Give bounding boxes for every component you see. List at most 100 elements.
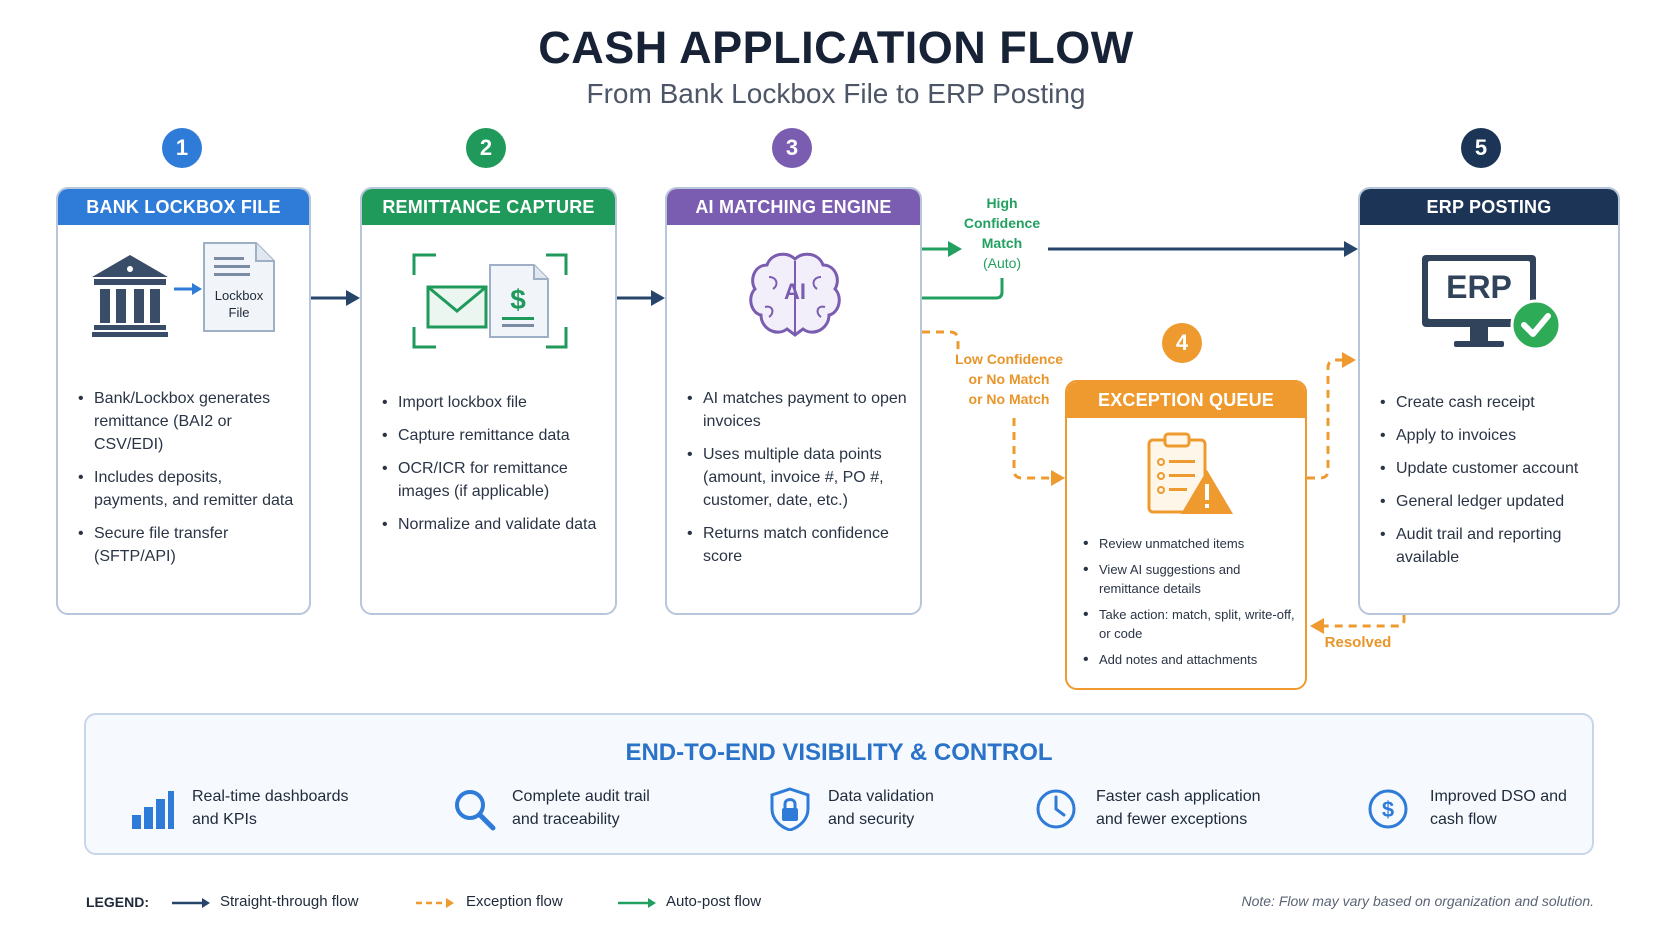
bank-lockbox-bullets: Bank/Lockbox generates remittance (BAI2 … — [78, 387, 298, 578]
feature-dashboards: Real-time dashboards and KPIs — [192, 785, 349, 831]
feature-faster-cash: Faster cash application and fewer except… — [1096, 785, 1261, 831]
envelope-document-icon: $ — [412, 253, 568, 349]
high-confidence-line-3: Match — [981, 235, 1023, 251]
arrow-exception-to-queue — [1012, 418, 1050, 480]
low-confidence-line-2: or No Match — [968, 371, 1050, 387]
list-item: Audit trail and reporting available — [1380, 523, 1610, 569]
step-5-badge: 5 — [1461, 128, 1501, 168]
page-title: CASH APPLICATION FLOW — [538, 22, 1134, 73]
exception-queue-bullets: Review unmatched items View AI suggestio… — [1083, 534, 1298, 676]
ai-brain-icon — [749, 252, 841, 337]
bank-lockbox-title: BANK LOCKBOX FILE — [58, 189, 309, 225]
legend-exception-arrow-icon — [416, 898, 454, 908]
clock-icon — [1036, 789, 1076, 829]
resolved-label: Resolved — [1324, 634, 1392, 651]
list-item: Normalize and validate data — [382, 513, 607, 536]
list-item: Take action: match, split, write-off, or… — [1083, 605, 1298, 643]
legend-straight-arrow-icon — [172, 898, 210, 908]
list-item: Includes deposits, payments, and remitte… — [78, 466, 298, 512]
feature-improved-dso: Improved DSO and cash flow — [1430, 785, 1567, 831]
legend-exception: Exception flow — [466, 893, 563, 910]
svg-text:$: $ — [510, 284, 526, 315]
high-confidence-line-2: Confidence — [963, 215, 1041, 231]
list-item: Review unmatched items — [1083, 534, 1298, 553]
ai-matching-title: AI MATCHING ENGINE — [667, 189, 920, 225]
list-item: OCR/ICR for remittance images (if applic… — [382, 457, 607, 503]
visibility-title: END-TO-END VISIBILITY & CONTROL — [625, 739, 1053, 766]
magnifier-icon — [455, 790, 496, 831]
erp-posting-card: ERP POSTING ERP Create cash receipt Appl… — [1358, 187, 1620, 615]
arrow-auto-post-head — [948, 241, 962, 257]
list-item: Secure file transfer (SFTP/API) — [78, 522, 298, 568]
step-2-badge: 2 — [466, 128, 506, 168]
auto-post-connector — [922, 278, 1004, 300]
ai-brain-text: AI — [784, 279, 806, 304]
legend-autopost: Auto-post flow — [666, 893, 762, 910]
shield-lock-icon — [770, 787, 810, 831]
bank-icon — [92, 255, 202, 337]
erp-posting-title: ERP POSTING — [1360, 189, 1618, 225]
feature-faster-cash-line-1: Faster cash application — [1096, 788, 1261, 805]
arrow-step2-to-step3-head — [651, 290, 665, 306]
bar-chart-icon — [132, 791, 174, 829]
svg-text:$: $ — [1382, 797, 1394, 822]
legend-straight: Straight-through flow — [220, 893, 359, 910]
remittance-capture-title: REMITTANCE CAPTURE — [362, 189, 615, 225]
step-3-badge: 3 — [772, 128, 812, 168]
list-item: Bank/Lockbox generates remittance (BAI2 … — [78, 387, 298, 456]
list-item: Update customer account — [1380, 457, 1610, 480]
list-item: Apply to invoices — [1380, 424, 1610, 447]
feature-audit-trail-line-1: Complete audit trail — [512, 788, 650, 805]
low-confidence-line-1: Low Confidence — [954, 351, 1064, 367]
arrow-resolved-head — [1310, 618, 1324, 634]
exception-queue-card: EXCEPTION QUEUE Review unmatched items V… — [1065, 380, 1307, 690]
remittance-capture-bullets: Import lockbox file Capture remittance d… — [382, 391, 607, 546]
arrow-step1-to-step2-head — [346, 290, 360, 306]
feature-dashboards-line-1: Real-time dashboards — [192, 788, 349, 805]
feature-data-validation-line-2: and security — [828, 811, 915, 828]
list-item: Returns match confidence score — [687, 522, 912, 568]
feature-improved-dso-line-2: cash flow — [1430, 811, 1497, 828]
remittance-capture-card: REMITTANCE CAPTURE $ Import lockbox file… — [360, 187, 617, 615]
feature-audit-trail-line-2: and traceability — [512, 811, 620, 828]
exception-connector-top — [922, 330, 960, 352]
low-confidence-line-3: or No Match — [968, 391, 1050, 407]
lockbox-file-label-1: Lockbox — [214, 288, 264, 303]
page-subtitle: From Bank Lockbox File to ERP Posting — [586, 78, 1086, 109]
erp-monitor-check-icon — [1422, 255, 1562, 351]
legend-label: LEGEND: — [86, 894, 149, 910]
arrow-queue-to-erp — [1307, 358, 1344, 480]
feature-data-validation: Data validation and security — [828, 785, 934, 831]
arrow-queue-to-erp-head — [1342, 352, 1356, 368]
feature-data-validation-line-1: Data validation — [828, 788, 934, 805]
erp-monitor-text: ERP — [1446, 269, 1512, 305]
clipboard-warning-icon — [1147, 432, 1233, 514]
arrow-resolved — [1322, 615, 1406, 628]
list-item: AI matches payment to open invoices — [687, 387, 912, 433]
ai-matching-card: AI MATCHING ENGINE AI AI matches payment… — [665, 187, 922, 615]
step-1-badge: 1 — [162, 128, 202, 168]
arrow-exception-to-queue-head — [1051, 470, 1065, 486]
feature-audit-trail: Complete audit trail and traceability — [512, 785, 650, 831]
list-item: Uses multiple data points (amount, invoi… — [687, 443, 912, 512]
ai-matching-bullets: AI matches payment to open invoices Uses… — [687, 387, 912, 578]
erp-posting-bullets: Create cash receipt Apply to invoices Up… — [1380, 391, 1610, 579]
high-confidence-line-4: (Auto) — [982, 255, 1022, 271]
lockbox-file-icon — [203, 242, 275, 332]
bank-lockbox-card: BANK LOCKBOX FILE Lockbox File Bank/Lock… — [56, 187, 311, 615]
dollar-circle-icon: $ — [1368, 789, 1408, 829]
feature-faster-cash-line-2: and fewer exceptions — [1096, 811, 1248, 828]
list-item: Capture remittance data — [382, 424, 607, 447]
list-item: View AI suggestions and remittance detai… — [1083, 560, 1298, 598]
feature-dashboards-line-2: and KPIs — [192, 811, 257, 828]
list-item: Add notes and attachments — [1083, 650, 1298, 669]
exception-queue-title: EXCEPTION QUEUE — [1067, 382, 1305, 418]
list-item: Create cash receipt — [1380, 391, 1610, 414]
low-confidence-label: Low Confidence or No Match or No Match — [948, 349, 1070, 409]
lockbox-file-label-2: File — [228, 305, 250, 320]
list-item: Import lockbox file — [382, 391, 607, 414]
high-confidence-line-1: High — [986, 195, 1018, 211]
visibility-panel: END-TO-END VISIBILITY & CONTROL Real-tim… — [84, 713, 1594, 855]
feature-improved-dso-line-1: Improved DSO and — [1430, 788, 1567, 805]
